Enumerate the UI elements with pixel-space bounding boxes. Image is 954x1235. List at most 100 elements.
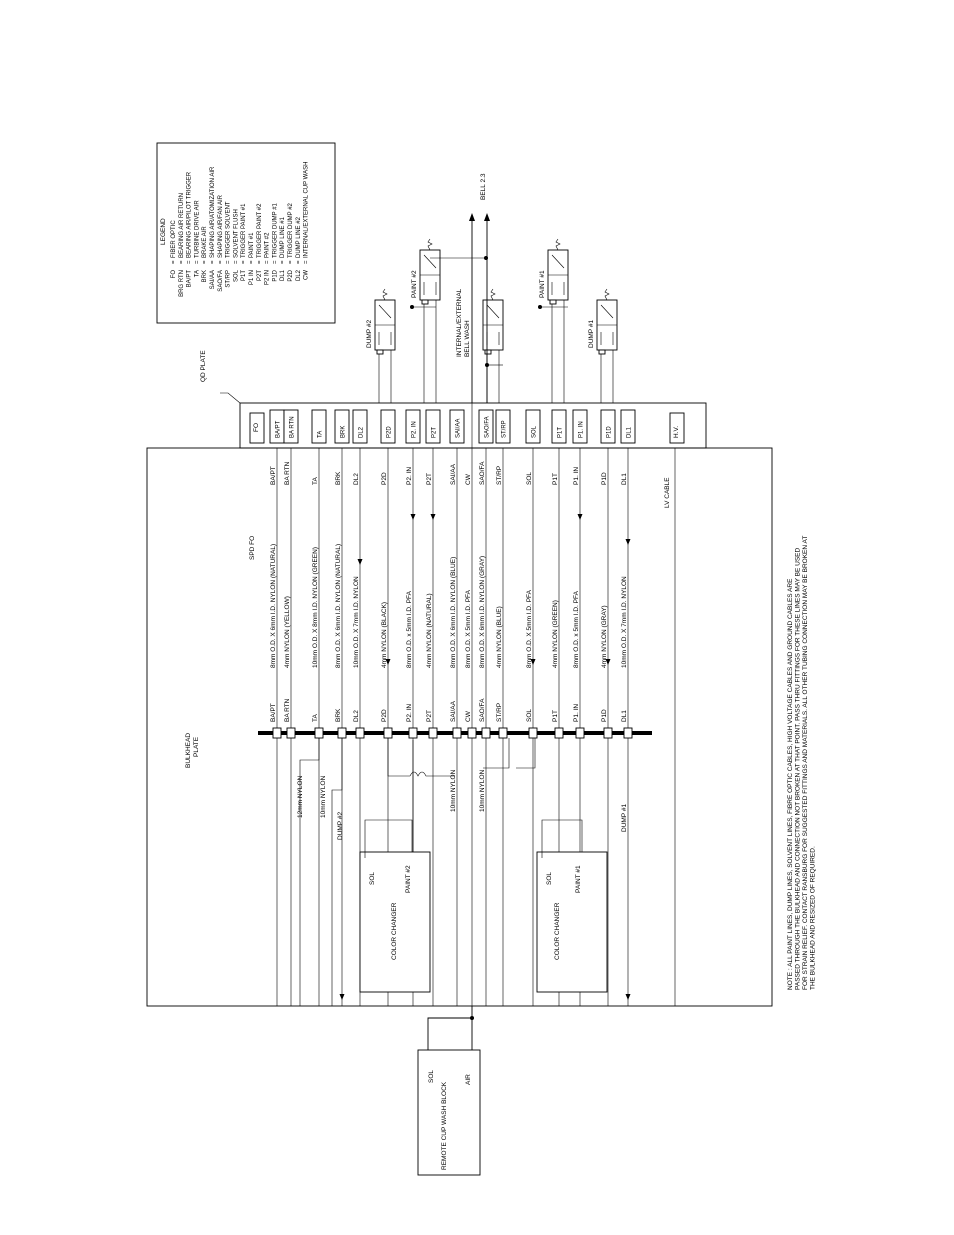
- legend-code: FO: [171, 270, 177, 279]
- tube-10mm-label-a: 10mm NYLON: [320, 775, 327, 818]
- bulkhead-fitting: [623, 727, 633, 739]
- line-end-label: P2D: [381, 472, 388, 485]
- bulkhead-fitting: [314, 727, 324, 739]
- junction: [538, 305, 542, 309]
- line-spec: 10mm O.D. X 7mm I.D. NYLON: [621, 576, 628, 668]
- legend-eq: =: [241, 260, 247, 264]
- qd-cell: [380, 409, 396, 444]
- line-spec: 10mm O.D. X 7mm I.D. NYLON: [353, 576, 360, 668]
- color-changer-1: COLOR CHANGER SOL PAINT #1: [536, 819, 608, 993]
- legend-eq: =: [265, 260, 271, 264]
- qd-cell: [405, 409, 421, 444]
- legend-code: BA/PT: [187, 270, 193, 288]
- valve-bell-wash: [482, 288, 504, 403]
- dump1-line-label: DUMP #1: [621, 804, 628, 832]
- legend-desc: PAINT #2: [265, 232, 271, 258]
- qd-cell: [620, 409, 636, 444]
- line-bulkhead-label: SAI/AA: [450, 700, 457, 722]
- legend-desc: TURBINE DRIVE AIR: [194, 200, 200, 258]
- legend-desc: SHAPING AIR/FAN AIR: [218, 194, 224, 258]
- qd-cell-label: P1D: [607, 426, 613, 438]
- line-bulkhead-label: BA RTN: [284, 698, 291, 722]
- bulkhead-fitting: [467, 727, 477, 739]
- qd-cell-label: DL2: [359, 426, 365, 438]
- legend-desc: TRIGGER SOLVENT: [226, 201, 232, 258]
- line-bulkhead-label: P1D: [601, 709, 608, 722]
- qd-cell: [283, 409, 299, 444]
- valve-label: PAINT #2: [411, 270, 418, 298]
- line-end-label: DL2: [353, 473, 360, 485]
- line-spec: 8mm O.D. x 5mm I.D. PFA: [406, 590, 413, 668]
- valve-label: DUMP #1: [588, 320, 595, 348]
- bulkhead-fitting: [337, 727, 347, 739]
- legend-desc: PAINT #1: [249, 232, 255, 258]
- line-bulkhead-label: P2. IN: [406, 704, 413, 722]
- bulkhead-fitting: [355, 727, 365, 739]
- legend-eq: =: [272, 260, 278, 264]
- note-line: NOTE : ALL PAINT LINES, DUMP LINES, SOLV…: [787, 578, 794, 990]
- line-end-label: BA RTN: [284, 461, 291, 485]
- legend-code: SAI/AA: [210, 270, 216, 289]
- qd-plate-leader: [220, 392, 241, 404]
- qd-cell: [311, 409, 327, 444]
- bulkhead-fitting: [408, 727, 418, 739]
- legend-code: DL2: [296, 269, 302, 281]
- qd-cell-hv: [669, 412, 685, 444]
- cc2-paint-label: PAINT #2: [405, 865, 412, 893]
- qd-cell-label: SOL: [532, 425, 538, 438]
- dump2-line-label: DUMP #2: [337, 812, 344, 840]
- color-changer-2: COLOR CHANGER SOL PAINT #2: [359, 740, 431, 993]
- qd-fo-label: FO: [253, 423, 260, 432]
- line-bulkhead-label: P2T: [426, 710, 433, 722]
- internal-external-label: INTERNAL/EXTERNAL: [456, 288, 463, 357]
- qd-cell-label: P1T: [558, 427, 564, 438]
- legend-code: P2T: [257, 270, 263, 281]
- legend-eq: =: [304, 260, 310, 264]
- qd-plate: [239, 402, 707, 449]
- color-changer-2-label: COLOR CHANGER: [391, 902, 398, 960]
- legend-code: P1D: [272, 269, 278, 281]
- legend-eq: =: [280, 260, 286, 264]
- tube-bend: [299, 738, 320, 1006]
- color-changer-1-label: COLOR CHANGER: [554, 902, 561, 960]
- bulkhead-fitting: [383, 727, 393, 739]
- line-bulkhead-label: CW: [465, 710, 472, 722]
- bulkhead-fitting: [603, 727, 613, 739]
- legend-eq: =: [249, 260, 255, 264]
- qd-cell: [352, 409, 368, 444]
- cc1-paint-label: PAINT #1: [575, 865, 582, 893]
- bulkhead-fitting: [498, 727, 508, 739]
- flow-arrow: [625, 539, 631, 545]
- line-spec: 4mm NYLON (BLUE): [496, 606, 503, 668]
- qd-cell: [525, 409, 541, 444]
- bulkhead-label: BULKHEAD: [185, 733, 192, 768]
- legend-eq: =: [187, 260, 193, 264]
- cc2-sol-label: SOL: [369, 872, 376, 885]
- line-bulkhead-label: P1T: [552, 710, 559, 722]
- legend-desc: DUMP LINE #2: [296, 216, 302, 258]
- crossover: [387, 738, 455, 777]
- legend-desc: SOLVENT FLUSH: [233, 209, 239, 258]
- legend-desc: BRAKE AIR: [202, 226, 208, 258]
- qd-cell: [449, 409, 465, 444]
- qd-cell-label: P2D: [387, 426, 393, 438]
- legend-code: BRK: [202, 270, 208, 282]
- cc1-sol-label: SOL: [546, 872, 553, 885]
- legend-code: TA: [194, 270, 200, 277]
- line-end-label: BA/PT: [270, 466, 277, 485]
- legend-desc: DUMP LINE #1: [280, 216, 286, 258]
- line-end-label: P1T: [552, 473, 559, 485]
- rcw-air-label: AIR: [465, 1074, 472, 1085]
- legend-code: BRG RTN: [179, 270, 185, 297]
- line-spec: 4mm NYLON (GREEN): [552, 600, 559, 668]
- bulkhead-fitting: [528, 727, 538, 739]
- remote-cup-wash-label: REMOTE CUP WASH BLOCK: [441, 1081, 448, 1170]
- flow-arrow: [430, 514, 436, 520]
- note-line: THE BULKHEAD AND RESIZED OF REQUIRED.: [810, 846, 817, 990]
- lv-cable-label: LV CABLE: [664, 477, 671, 508]
- tube-10mm-label-c: 10mm NYLON: [479, 769, 486, 812]
- legend-desc: TRIGGER DUMP #1: [272, 202, 278, 258]
- line-spec: 4mm NYLON (YELLOW): [284, 596, 291, 668]
- valve-dump-1: DUMP #1: [588, 288, 618, 403]
